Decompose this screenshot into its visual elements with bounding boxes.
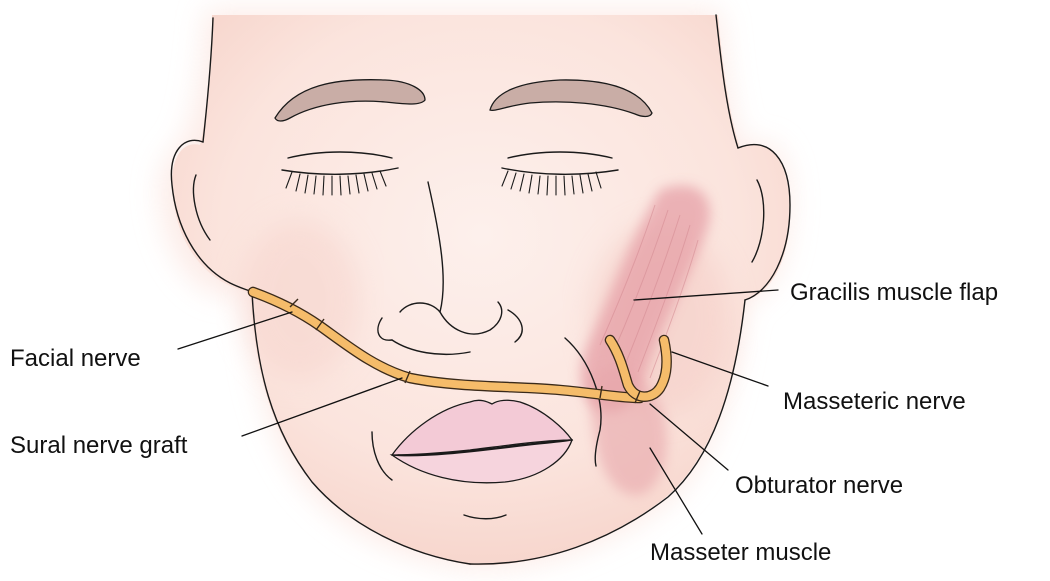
label-facial-nerve: Facial nerve: [10, 345, 141, 372]
label-gracilis-muscle-flap: Gracilis muscle flap: [790, 279, 998, 306]
label-obturator-nerve: Obturator nerve: [735, 472, 903, 499]
label-masseteric-nerve: Masseteric nerve: [783, 388, 966, 415]
label-masseter-muscle: Masseter muscle: [650, 539, 831, 566]
label-sural-nerve-graft: Sural nerve graft: [10, 432, 188, 459]
left-cheek-shade: [240, 220, 360, 380]
